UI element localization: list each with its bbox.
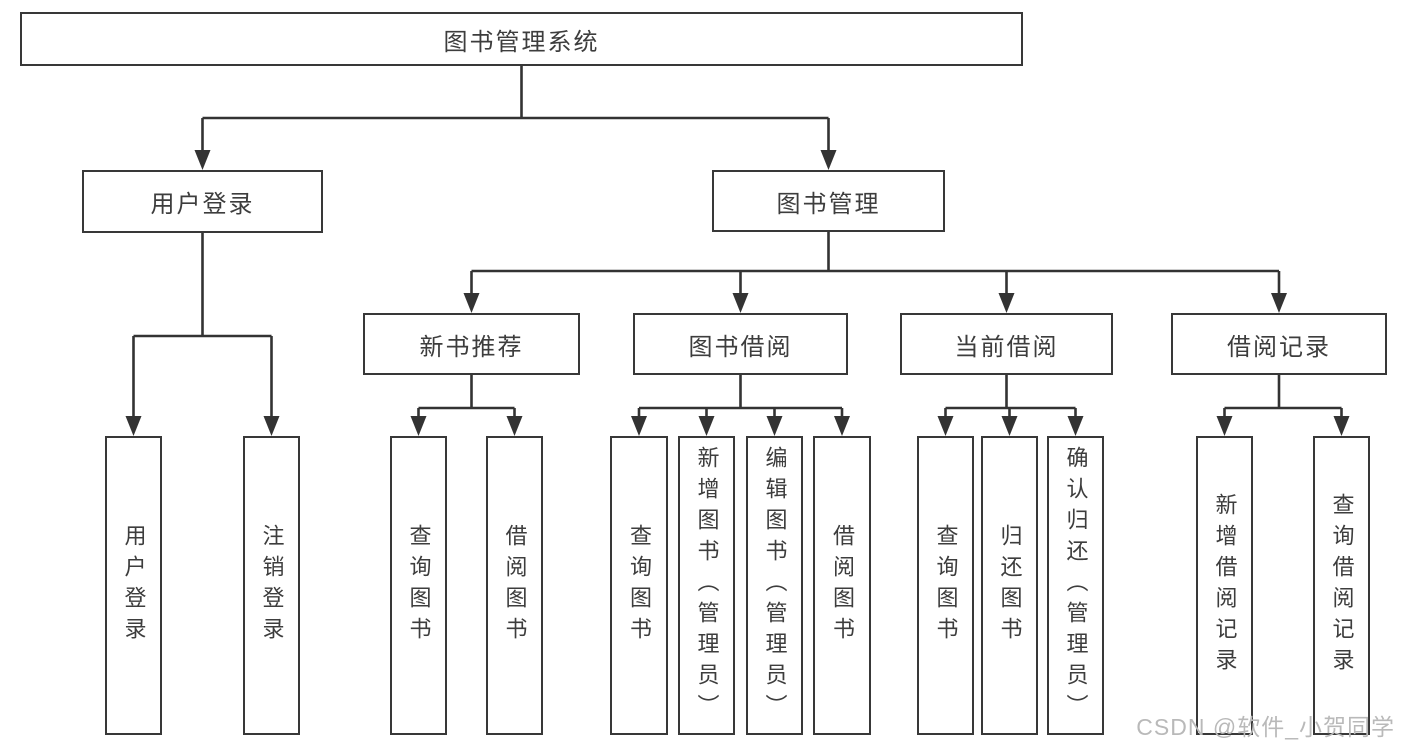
leaf-edit-book-admin: 编辑图书（管理员） [746, 436, 803, 735]
node-borrow-records: 借阅记录 [1171, 313, 1387, 375]
leaf-add-borrow-record: 新增借阅记录 [1196, 436, 1253, 735]
leaf-query-books-current-label: 查询图书 [933, 523, 959, 648]
leaf-query-books-current: 查询图书 [917, 436, 974, 735]
node-root-system: 图书管理系统 [20, 12, 1023, 66]
connector-root-to-level2 [194, 66, 837, 170]
connector-book-management-children [463, 232, 1287, 313]
leaf-confirm-return-admin: 确认归还（管理员） [1047, 436, 1104, 735]
connector-book-borrow-children [631, 375, 850, 436]
leaf-query-borrow-record: 查询借阅记录 [1313, 436, 1370, 735]
node-current-borrow: 当前借阅 [900, 313, 1113, 375]
leaf-add-book-admin: 新增图书（管理员） [678, 436, 735, 735]
leaf-return-book-label: 归还图书 [997, 523, 1023, 648]
leaf-query-books-recommend: 查询图书 [390, 436, 447, 735]
node-book-management: 图书管理 [712, 170, 945, 232]
connector-new-book-recommend-children [410, 375, 523, 436]
leaf-query-books-recommend-label: 查询图书 [406, 523, 432, 648]
leaf-query-books-borrow-label: 查询图书 [627, 523, 652, 648]
leaf-logout-label: 注销登录 [259, 523, 285, 648]
leaf-edit-book-admin-label: 编辑图书（管理员） [762, 446, 788, 725]
leaf-query-books-borrow: 查询图书 [610, 436, 668, 735]
leaf-add-book-admin-label: 新增图书（管理员） [694, 446, 720, 725]
leaf-logout: 注销登录 [243, 436, 300, 735]
csdn-watermark: CSDN @软件_小贺同学 [1136, 714, 1395, 740]
connector-borrow-records-children [1216, 375, 1350, 436]
leaf-user-login-label: 用户登录 [121, 523, 147, 648]
connector-user-login-children [125, 233, 280, 436]
leaf-add-borrow-record-label: 新增借阅记录 [1212, 492, 1238, 679]
leaf-borrow-books: 借阅图书 [813, 436, 871, 735]
leaf-query-borrow-record-label: 查询借阅记录 [1329, 492, 1355, 679]
connector-current-borrow-children [937, 375, 1084, 436]
leaf-borrow-books-recommend-label: 借阅图书 [502, 523, 528, 648]
leaf-borrow-books-recommend: 借阅图书 [486, 436, 543, 735]
leaf-borrow-books-label: 借阅图书 [830, 523, 855, 648]
node-user-login: 用户登录 [82, 170, 323, 233]
leaf-confirm-return-admin-label: 确认归还（管理员） [1063, 446, 1089, 725]
node-new-book-recommend: 新书推荐 [363, 313, 580, 375]
node-book-borrow: 图书借阅 [633, 313, 848, 375]
leaf-return-book: 归还图书 [981, 436, 1038, 735]
leaf-user-login: 用户登录 [105, 436, 162, 735]
